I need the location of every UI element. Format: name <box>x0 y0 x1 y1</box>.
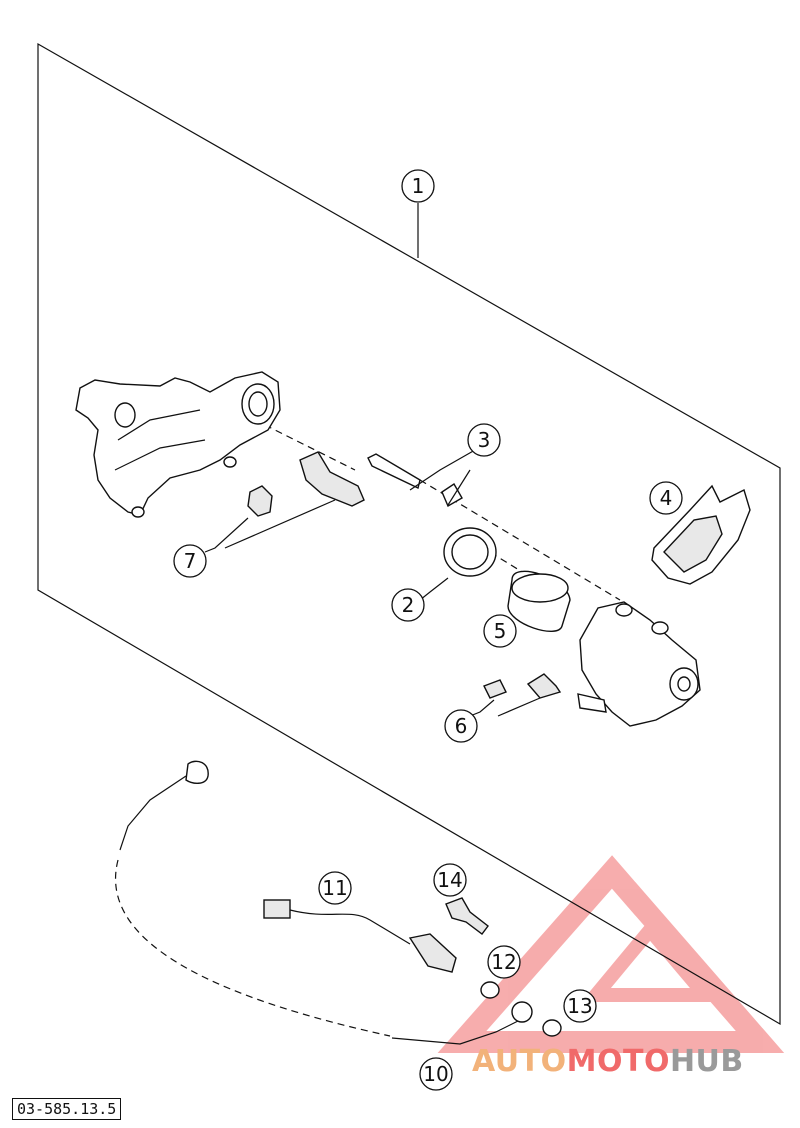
brake-hose <box>114 760 533 1045</box>
callout-6: 6 <box>444 709 478 743</box>
callout-label: 11 <box>322 876 347 900</box>
callout-label: 10 <box>423 1062 448 1086</box>
caliper-piston <box>507 570 571 632</box>
callout-label: 4 <box>660 486 673 510</box>
callout-label: 13 <box>567 994 592 1018</box>
callout-label: 3 <box>478 428 491 452</box>
watermark-auto: AUTO <box>472 1044 567 1079</box>
callout-label: 7 <box>184 549 197 573</box>
callout-5: 5 <box>483 614 517 648</box>
slide-pin-with-boot <box>299 451 365 507</box>
rubber-boot-small <box>247 485 273 517</box>
callout-label: 5 <box>494 619 507 643</box>
caliper-housing <box>577 601 701 727</box>
assembly-frame <box>37 42 781 1026</box>
brake-light-switch-lead <box>263 899 457 973</box>
callout-label: 14 <box>437 868 462 892</box>
watermark-hub: HUB <box>669 1044 744 1079</box>
callout-label: 12 <box>491 950 516 974</box>
drawing-code: 03-585.13.5 <box>12 1098 122 1120</box>
callout-1: 1 <box>401 169 435 203</box>
callout-7: 7 <box>173 544 207 578</box>
watermark-text: AUTOMOTOHUB <box>472 1044 744 1079</box>
caliper-carrier-bracket <box>75 371 281 518</box>
callout-2: 2 <box>391 588 425 622</box>
callout-4: 4 <box>649 481 683 515</box>
watermark-logo <box>437 855 785 1053</box>
bleeder-screws <box>483 673 562 699</box>
callout-label: 1 <box>412 174 425 198</box>
callout-label: 6 <box>455 714 468 738</box>
callout-10: 10 <box>419 1057 453 1091</box>
brake-pads <box>651 484 751 585</box>
callout-label: 2 <box>402 593 415 617</box>
pad-pin-and-clip <box>367 453 463 507</box>
callout-13: 13 <box>563 989 597 1023</box>
callout-11: 11 <box>318 871 352 905</box>
watermark-moto: MOTO <box>566 1044 670 1079</box>
callout-12: 12 <box>487 945 521 979</box>
copper-washer-12 <box>480 981 500 999</box>
piston-seal-ring <box>443 527 497 577</box>
callout-3: 3 <box>467 423 501 457</box>
banjo-bolt <box>445 897 489 935</box>
copper-washer-13 <box>542 1019 562 1037</box>
callout-14: 14 <box>433 863 467 897</box>
